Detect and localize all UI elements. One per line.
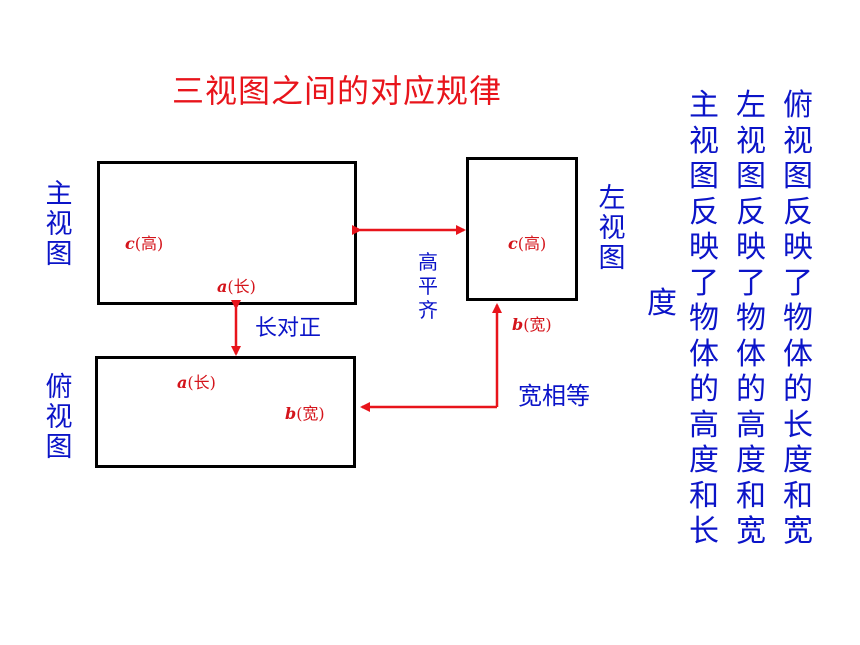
left-view-box (466, 157, 578, 301)
front-view-explanation: 主视图反映了物体的高度和长 (689, 88, 719, 549)
left-height-label: c(高) (508, 234, 547, 253)
top-length-label: a(长) (177, 373, 216, 392)
left-width-label: b(宽) (512, 315, 552, 334)
front-length-label: a(长) (217, 277, 256, 296)
left-view-label: 左视图 (598, 183, 626, 274)
explanation-overflow: 度 (647, 286, 677, 321)
left-view-explanation: 左视图反映了物体的高度和宽 (736, 88, 766, 549)
top-width-label: b(宽) (285, 404, 325, 423)
height-relation-label: 高平齐 (418, 250, 438, 322)
top-view-explanation: 俯视图反映了物体的长度和宽 (783, 88, 813, 549)
front-view-label: 主视图 (45, 179, 73, 270)
top-view-box (95, 356, 356, 468)
length-relation-label: 长对正 (255, 316, 322, 341)
width-relation-label: 宽相等 (518, 382, 590, 410)
front-height-label: c(高) (125, 234, 164, 253)
page-title: 三视图之间的对应规律 (172, 72, 503, 110)
top-view-label: 俯视图 (45, 372, 73, 463)
